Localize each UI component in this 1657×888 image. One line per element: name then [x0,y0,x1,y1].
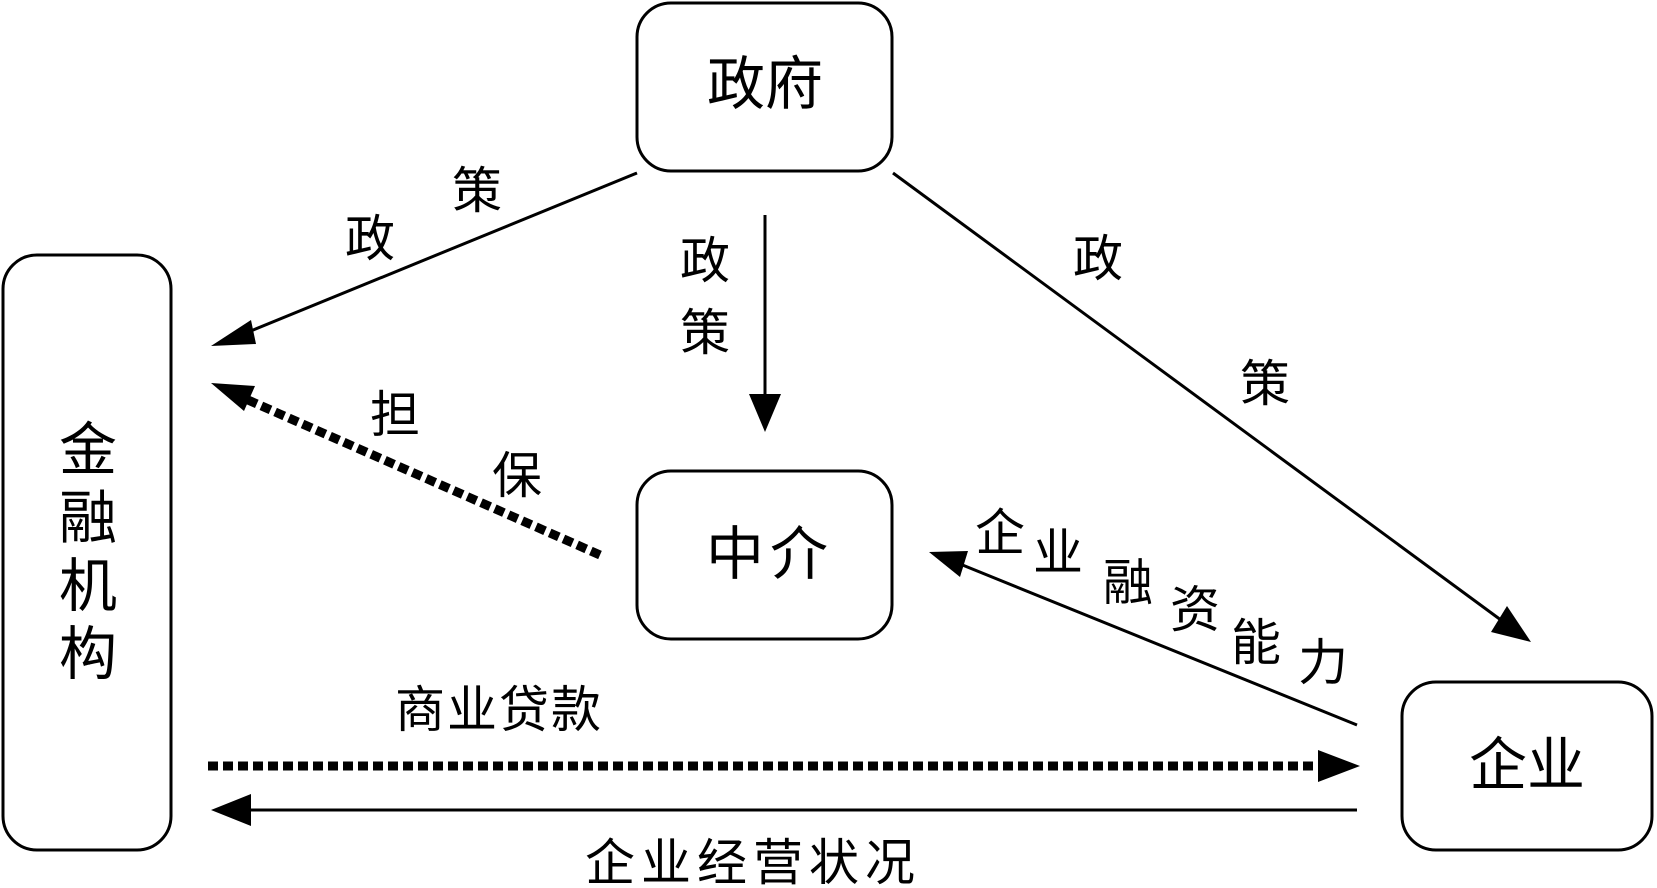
financing-ability-arrow [959,562,1358,727]
gov-to-finance-label-2: 策 [452,162,502,220]
guarantee-arrowhead [211,383,255,411]
financing-ability-char-4: 资 [1170,581,1220,639]
government-box [635,1,894,173]
financial-institution-char: 融 [59,484,117,552]
gov-to-enterprise-label-2: 策 [1240,355,1290,413]
gov-to-intermediary-arrowhead [749,394,781,432]
commercial-loan-label: 商业贷款 [395,681,603,739]
financial-institution-char: 构 [59,620,117,688]
gov-to-enterprise-arrowhead [1491,606,1531,642]
enterprise-box [1400,680,1654,852]
guarantee-label-2: 保 [492,447,542,505]
intermediary-label: 中介 [706,520,834,588]
financing-ability-char-2: 业 [1033,524,1083,582]
gov-to-enterprise-arrow [892,171,1506,625]
operating-status-label: 企业经营状况 [585,834,921,888]
gov-to-intermediary-label-1: 政 [680,232,730,290]
financing-ability-char-5: 能 [1231,614,1281,672]
financial-institution-box [1,253,173,852]
financing-ability-char-1: 企 [975,504,1025,562]
financing-ability-arrowhead [929,551,968,577]
guarantee-label-1: 担 [370,386,420,444]
operating-status-arrowhead [211,794,251,826]
enterprise-label: 企业 [1469,731,1585,799]
financial-institution-char: 机 [59,552,117,620]
financing-ability-char-3: 融 [1103,554,1153,612]
government-label: 政府 [707,50,823,118]
financial-institution-char: 金 [59,416,117,484]
financing-ability-char-6: 力 [1298,634,1348,692]
commercial-loan-arrowhead [1318,750,1360,782]
financing-ability-label: 企 业 融 资 能 力 [975,504,1348,692]
intermediary-box [635,469,894,641]
financial-institution-label: 金融机构 [59,416,117,688]
gov-to-enterprise-label-1: 政 [1073,230,1123,288]
gov-to-intermediary-label-2: 策 [680,304,730,362]
gov-to-finance-arrowhead [211,320,256,346]
gov-to-finance-label-1: 政 [345,210,395,268]
guarantee-arrow [246,395,602,560]
gov-to-finance-arrow [235,171,638,339]
